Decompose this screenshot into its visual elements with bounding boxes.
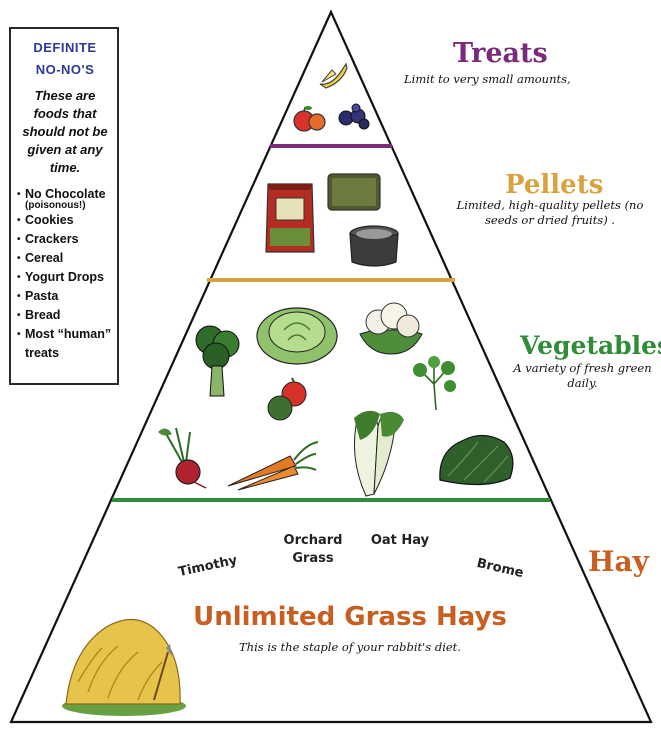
unlimited-hay-description: This is the staple of your rabbit's diet… bbox=[180, 640, 520, 654]
list-item-label: Most “human” treats bbox=[25, 327, 111, 360]
blueberries-icon bbox=[336, 102, 372, 130]
beet-icon bbox=[154, 424, 214, 490]
list-item: Cereal bbox=[17, 249, 113, 268]
lettuce-icon bbox=[254, 300, 340, 366]
pellets-title: Pellets bbox=[505, 170, 603, 200]
list-item: Bread bbox=[17, 306, 113, 325]
pellet-bag-icon bbox=[262, 178, 318, 256]
pellets-description: Limited, high-quality pellets (no seeds … bbox=[450, 198, 650, 228]
hay-pile-icon bbox=[58, 612, 192, 718]
list-item: No Chocolate (poisonous!) bbox=[17, 185, 113, 211]
hay-type-oat-hay: Oat Hay bbox=[370, 532, 430, 550]
treats-description: Limit to very small amounts, bbox=[404, 72, 634, 87]
list-item: Yogurt Drops bbox=[17, 268, 113, 287]
no-nos-list: No Chocolate (poisonous!) Cookies Cracke… bbox=[17, 185, 113, 363]
parsley-icon bbox=[408, 356, 462, 412]
list-item-label: Bread bbox=[25, 308, 60, 322]
list-item-label: Pasta bbox=[25, 289, 58, 303]
list-item: Crackers bbox=[17, 230, 113, 249]
no-nos-title-line2: NO-NO'S bbox=[17, 59, 113, 81]
unlimited-hay-headline: Unlimited Grass Hays bbox=[150, 602, 550, 632]
list-item-note: (poisonous!) bbox=[25, 201, 113, 211]
broccoli-icon bbox=[192, 322, 244, 398]
list-item-label: Yogurt Drops bbox=[25, 270, 104, 284]
hay-type-orchard-grass: Orchard Grass bbox=[270, 532, 356, 568]
list-item-label: Crackers bbox=[25, 232, 79, 246]
list-item: Most “human” treats bbox=[17, 325, 113, 363]
list-item-label: Cereal bbox=[25, 251, 63, 265]
vegetables-description: A variety of fresh green daily. bbox=[505, 361, 660, 391]
hay-title: Hay bbox=[588, 545, 649, 578]
vegetables-title: Vegetables bbox=[520, 331, 661, 360]
apple-icon bbox=[292, 104, 328, 134]
no-nos-intro: These are foods that should not be given… bbox=[17, 87, 113, 177]
no-nos-title: DEFINITE NO-NO'S bbox=[17, 37, 113, 81]
tomato-icon bbox=[264, 376, 314, 424]
cauliflower-icon bbox=[356, 300, 426, 356]
bok-choy-icon bbox=[344, 406, 410, 498]
list-item-label: Cookies bbox=[25, 213, 74, 227]
pellet-block-icon bbox=[326, 172, 382, 212]
list-item-label: No Chocolate bbox=[25, 187, 106, 201]
treats-title: Treats bbox=[453, 38, 548, 69]
no-nos-box: DEFINITE NO-NO'S These are foods that sh… bbox=[9, 27, 119, 385]
food-bowl-icon bbox=[346, 224, 402, 270]
list-item: Cookies bbox=[17, 211, 113, 230]
list-item: Pasta bbox=[17, 287, 113, 306]
banana-icon bbox=[316, 60, 350, 90]
no-nos-title-line1: DEFINITE bbox=[17, 37, 113, 59]
kale-icon bbox=[434, 430, 518, 490]
carrot-icon bbox=[224, 436, 320, 492]
